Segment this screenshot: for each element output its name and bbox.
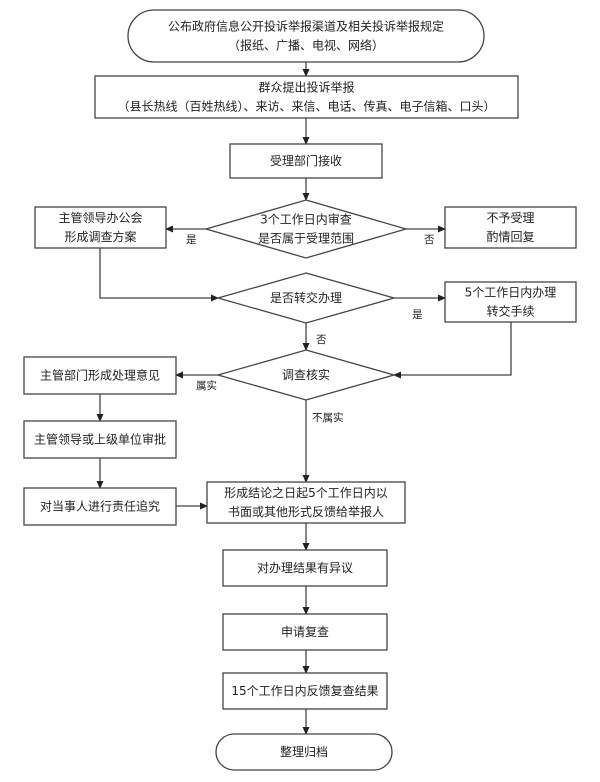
node-text-line: 转交手续 xyxy=(486,304,534,319)
edge-label: 不属实 xyxy=(312,411,344,424)
decision-diamond xyxy=(203,199,409,259)
node-text-line: 不予受理 xyxy=(486,211,534,225)
edge-label: 否 xyxy=(316,334,327,346)
process-box xyxy=(34,206,167,249)
node-text-line: 是否转交办理 xyxy=(270,290,342,305)
node-verify: 调查核实 xyxy=(215,349,397,401)
node-text-line: 对办理结果有异议 xyxy=(257,560,353,575)
process-box xyxy=(229,143,383,179)
node-text-line: 形成调查方案 xyxy=(64,229,136,244)
node-text-line: 主管领导办公会 xyxy=(58,210,142,225)
process-box xyxy=(23,420,177,459)
edge-label: 是 xyxy=(186,234,197,246)
edge-label: 是 xyxy=(412,309,423,321)
process-box xyxy=(444,281,577,323)
edge-meeting-plan-to-transfer-decision xyxy=(99,248,219,302)
node-text-line: 是否属于受理范围 xyxy=(258,232,354,246)
node-objection: 对办理结果有异议 xyxy=(222,549,388,587)
node-text-line: （报纸、广播、电视、网络） xyxy=(228,38,384,53)
node-text-line: 5个工作日内办理 xyxy=(465,285,557,300)
node-text-line: 15个工作日内反馈复查结果 xyxy=(231,684,378,698)
edge-label: 属实 xyxy=(196,379,217,392)
process-box xyxy=(444,206,577,249)
node-text-line: （县长热线（百姓热线）、来访、来信、电话、传真、电子信箱、口头） xyxy=(117,99,495,114)
node-text-line: 对当事人进行责任追究 xyxy=(40,499,160,514)
node-text-line: 公布政府信息公开投诉举报渠道及相关投诉举报规定 xyxy=(168,19,444,34)
node-submit: 群众提出投诉举报 （县长热线（百姓热线）、来访、来信、电话、传真、电子信箱、口头） xyxy=(94,75,519,119)
process-box xyxy=(94,75,519,119)
edge-transfer-procedure-to-verify xyxy=(393,322,512,379)
node-text-line: 群众提出投诉举报 xyxy=(258,80,354,95)
node-text-line: 书面或其他形式反馈给举报人 xyxy=(228,504,384,519)
node-text-line: 受理部门接收 xyxy=(270,153,342,168)
node-review-result: 15个工作日内反馈复查结果 xyxy=(222,672,388,710)
process-box xyxy=(23,487,177,526)
node-accountability: 对当事人进行责任追究 xyxy=(23,487,177,526)
process-box xyxy=(23,356,177,395)
node-text-line: 主管领导或上级单位审批 xyxy=(34,432,166,447)
node-text-line: 3个工作日内审查 xyxy=(260,212,352,227)
node-transfer-decision: 是否转交办理 xyxy=(215,272,397,324)
node-text-line: 酌情回复 xyxy=(486,230,534,244)
node-leader-approval: 主管领导或上级单位审批 xyxy=(23,420,177,459)
node-text-line: 形成结论之日起5个工作日内以 xyxy=(224,486,388,500)
node-text-line: 主管部门形成处理意见 xyxy=(40,368,160,383)
terminal-shape xyxy=(215,733,393,771)
node-publish: 公布政府信息公开投诉举报渠道及相关投诉举报规定 （报纸、广播、电视、网络） xyxy=(127,9,485,63)
node-dept-opinion: 主管部门形成处理意见 xyxy=(23,356,177,395)
decision-diamond xyxy=(215,349,397,401)
decision-diamond xyxy=(215,272,397,324)
process-box xyxy=(222,549,388,587)
process-box xyxy=(222,672,388,710)
process-box xyxy=(206,481,406,524)
node-text-line: 申请复查 xyxy=(281,625,329,639)
edge-label: 否 xyxy=(424,234,435,246)
terminal-shape xyxy=(127,9,485,63)
node-receive: 受理部门接收 xyxy=(229,143,383,179)
node-text-line: 整理归档 xyxy=(280,744,328,759)
node-text-line: 调查核实 xyxy=(282,367,330,382)
node-apply-review: 申请复查 xyxy=(222,613,388,651)
node-archive: 整理归档 xyxy=(215,733,393,771)
process-box xyxy=(222,613,388,651)
